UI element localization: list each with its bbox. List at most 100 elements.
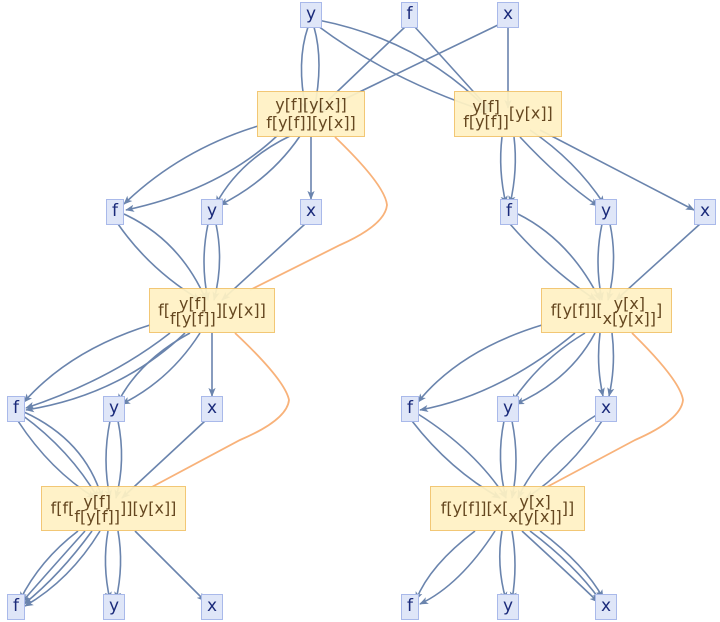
node-label: y [502,596,514,616]
expr-bottom: f[y[f]] [463,112,509,131]
node-x-right-3[interactable]: x [595,396,617,422]
expr-prefix: f[ [158,300,170,319]
edge-e4-f-a [417,324,543,403]
node-label: x [699,201,711,221]
node-label: f [506,201,512,221]
node-x-right-4[interactable]: x [595,594,617,620]
edge-e6-y-a [498,530,508,601]
node-x-top[interactable]: x [497,2,519,28]
node-label: y [600,201,612,221]
node-x-right-2[interactable]: x [694,199,716,225]
expr-bottom: f[y[f]] [170,308,216,328]
node-x-left-3[interactable]: x [201,396,223,422]
edge-e6-f-a [415,530,476,601]
edge-e5-y-a [104,530,112,601]
edge-e3-f-a [23,324,151,403]
expr-suffix: ][y[x]] [215,300,266,319]
edge-e4-y-b [515,332,596,405]
node-y-right-2[interactable]: y [595,199,617,225]
node-x-left-4[interactable]: x [201,594,223,620]
node-label: y [305,4,317,24]
node-expr-5[interactable]: f[f[y[f]f[y[f]]]][y[x]] [41,486,186,531]
node-y-top[interactable]: y [300,2,322,28]
edge-e3-y-b [121,332,201,405]
special-edge-e3-e5 [149,332,290,489]
edge-x3-e5 [121,420,206,499]
node-f-right-2[interactable]: f [500,199,518,225]
node-y-left-3[interactable]: y [103,396,125,422]
edge-e5-f-b [21,530,86,603]
node-label: y [502,398,514,418]
edge-x2-e3 [221,223,306,301]
node-expr-3[interactable]: f[y[f]f[y[f]]][y[x]] [149,288,275,333]
node-label: f [112,201,118,221]
edge-e2-x [539,129,695,211]
node-label: y [108,596,120,616]
node-label: f [407,596,413,616]
node-f-left-2[interactable]: f [106,199,124,225]
edge-e6-x-c [539,530,604,599]
edge-e5-x [134,530,206,602]
node-expr-6[interactable]: f[y[f]][x[y[x]x[y[x]]]] [430,486,585,531]
node-y-right-3[interactable]: y [497,396,519,422]
edge-e2-y-b [529,129,605,205]
node-y-right-4[interactable]: y [497,594,519,620]
expr-suffix: [y[x]] [508,103,553,123]
edge-e3-f-b [25,332,171,409]
expr-suffix: ]][y[x]] [120,498,177,517]
edge-e2-f-a [499,136,508,205]
expr-prefix: f[f[ [50,498,75,517]
edge-e5-f-a [19,530,79,601]
edge-e6-y-b [509,530,517,601]
expr-bottom: x[y[x]] [508,506,562,526]
edge-e5-f-d [24,530,101,607]
special-edge-e4-e6 [544,332,684,489]
node-expr-1[interactable]: y[f][y[x]] f[y[f]][y[x]] [257,91,365,137]
edge-e3-y-a [117,332,191,403]
expr-suffix: ] [656,300,663,319]
edge-e4-y-a [511,332,586,403]
node-label: x [305,201,317,221]
edge-e2-f-b [508,136,517,205]
node-label: y [206,201,218,221]
edge-e4-x-b [607,332,615,397]
node-label: x [206,596,218,616]
edge-x2-e4 [615,223,701,301]
node-f-right-3[interactable]: f [401,396,419,422]
expr-line-1: y[f][y[x]] [275,95,347,114]
edge-e4-x-a [597,332,605,397]
special-edge-e1-e3 [249,136,388,291]
node-label: x [206,398,218,418]
node-label: f [13,398,19,418]
node-label: y [108,398,120,418]
node-label: x [600,596,612,616]
edge-e5-f-c [23,530,93,605]
edge-e1-f-a [123,125,259,205]
node-f-right-4[interactable]: f [401,594,419,620]
expr-prefix: f[y[f]][ [550,300,603,319]
node-label: x [600,398,612,418]
node-label: f [406,4,413,24]
node-expr-4[interactable]: f[y[f]][y[x]x[y[x]]] [541,288,672,333]
edge-e2-y-a [519,136,599,207]
node-label: x [502,4,514,24]
edge-f3-e5-c [23,411,104,499]
edge-e1-y-b [219,135,301,206]
node-label: f [13,596,19,616]
node-y-left-4[interactable]: y [103,594,125,620]
expr-suffix: ]] [561,498,575,517]
node-expr-2[interactable]: y[f]f[y[f]][y[x]] [454,91,562,137]
edge-e5-y-b [114,530,122,601]
expr-line-2: f[y[f]][y[x]] [266,113,356,132]
node-f-top[interactable]: f [401,2,418,28]
edge-e6-f-b [419,530,496,605]
edge-e4-f-b [419,332,576,413]
expr-prefix: f[y[f]][x[ [440,498,509,517]
node-f-left-3[interactable]: f [7,396,25,422]
node-y-left-2[interactable]: y [201,199,223,225]
node-x-left-2[interactable]: x [300,199,322,225]
node-label: f [407,398,413,418]
node-f-left-4[interactable]: f [7,594,25,620]
edge-f2-e4-b [517,213,601,301]
expr-bottom: f[y[f]] [74,506,121,526]
